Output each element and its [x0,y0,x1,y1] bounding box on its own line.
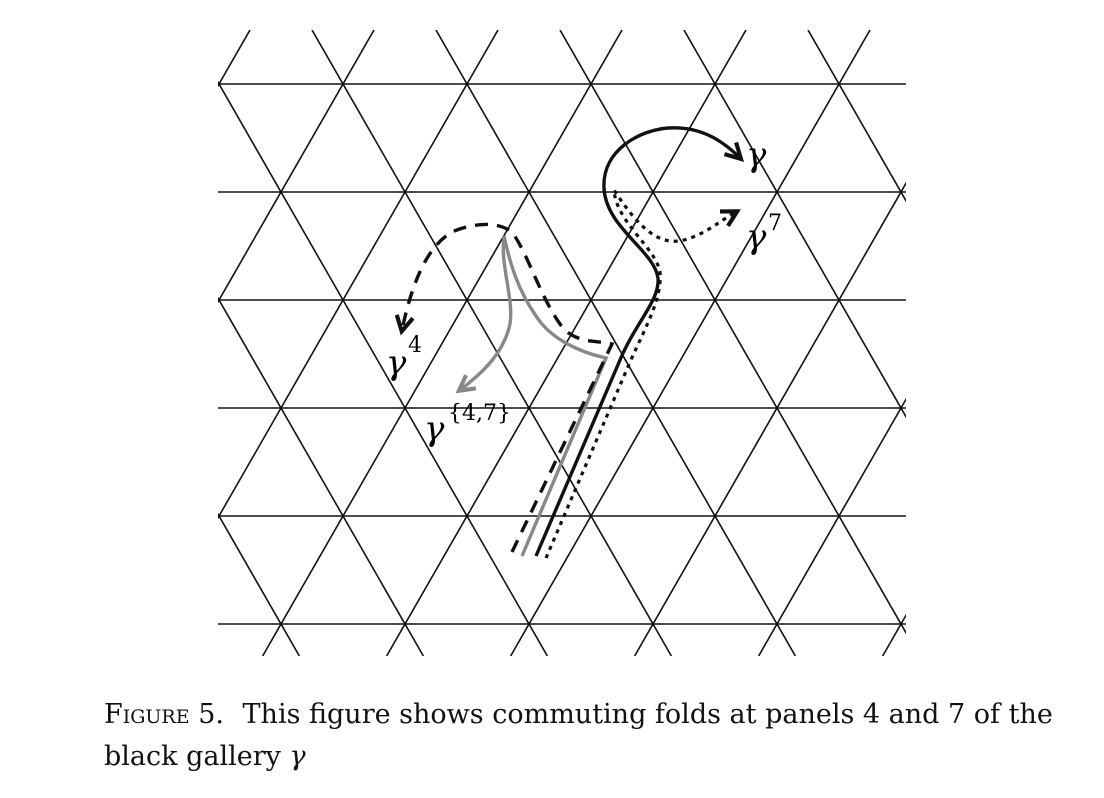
gamma4-label-sup: 4 [408,333,422,358]
gamma47-label-base: γ [424,409,445,449]
gamma7-label-base: γ [746,217,767,257]
gallery-gamma4-path [402,222,615,553]
figure-caption: Figure 5. This figure shows commuting fo… [104,694,1064,778]
triangular-grid [218,30,906,656]
caption-gamma-symbol: γ [289,741,306,772]
caption-text: This figure shows commuting folds at pan… [104,699,1053,772]
figure-panel: γ γ 7 γ 4 γ {4,7} [218,30,906,656]
gamma4-label-base: γ [386,343,407,383]
gallery-gamma7-path [544,184,736,559]
gamma7-label-sup: 7 [768,211,782,236]
gamma-label: γ [746,135,767,175]
caption-lead: Figure 5. [104,699,224,730]
gallery-gamma47-path [460,235,609,557]
gallery-gamma-path [534,126,740,557]
gamma47-label-sup: {4,7} [448,401,511,426]
